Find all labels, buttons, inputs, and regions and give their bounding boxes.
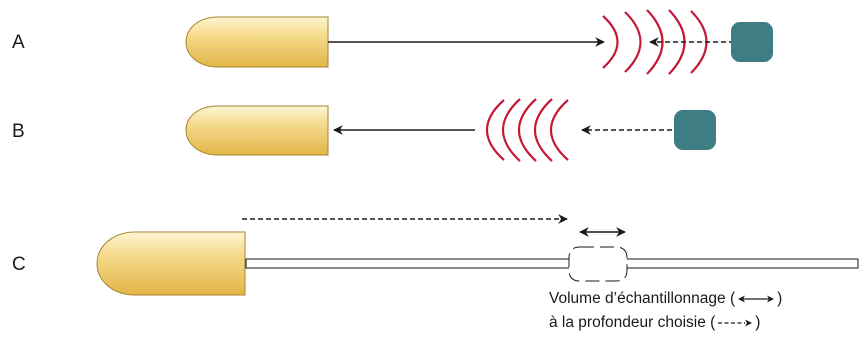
transducer-probe-a bbox=[185, 16, 329, 68]
emitted-waves-b bbox=[486, 98, 569, 162]
caption-line-2-suffix: ) bbox=[755, 314, 761, 331]
panel-a bbox=[185, 9, 773, 75]
caption-line-2: à la profondeur choisie ( ) bbox=[549, 314, 760, 332]
beam-line-c bbox=[245, 258, 859, 269]
panel-label-c: C bbox=[12, 254, 26, 275]
transducer-probe-c bbox=[96, 231, 246, 296]
panel-label-b: B bbox=[12, 121, 25, 142]
moving-target-b bbox=[674, 110, 716, 150]
dashed-arrow-icon bbox=[718, 319, 753, 327]
panel-b bbox=[185, 98, 716, 162]
sample-volume-gate bbox=[568, 246, 628, 282]
caption-line-1-suffix: ) bbox=[777, 290, 783, 307]
panel-c bbox=[96, 214, 859, 296]
caption-line-1-prefix: Volume d’échantillonnage ( bbox=[549, 290, 736, 307]
transducer-probe-b bbox=[185, 105, 329, 156]
panel-label-a: A bbox=[12, 32, 25, 53]
caption-line-1: Volume d’échantillonnage ( ) bbox=[549, 290, 782, 308]
moving-target-a bbox=[731, 22, 773, 62]
double-arrow-icon bbox=[738, 295, 775, 303]
caption-line-2-prefix: à la profondeur choisie ( bbox=[549, 314, 716, 331]
